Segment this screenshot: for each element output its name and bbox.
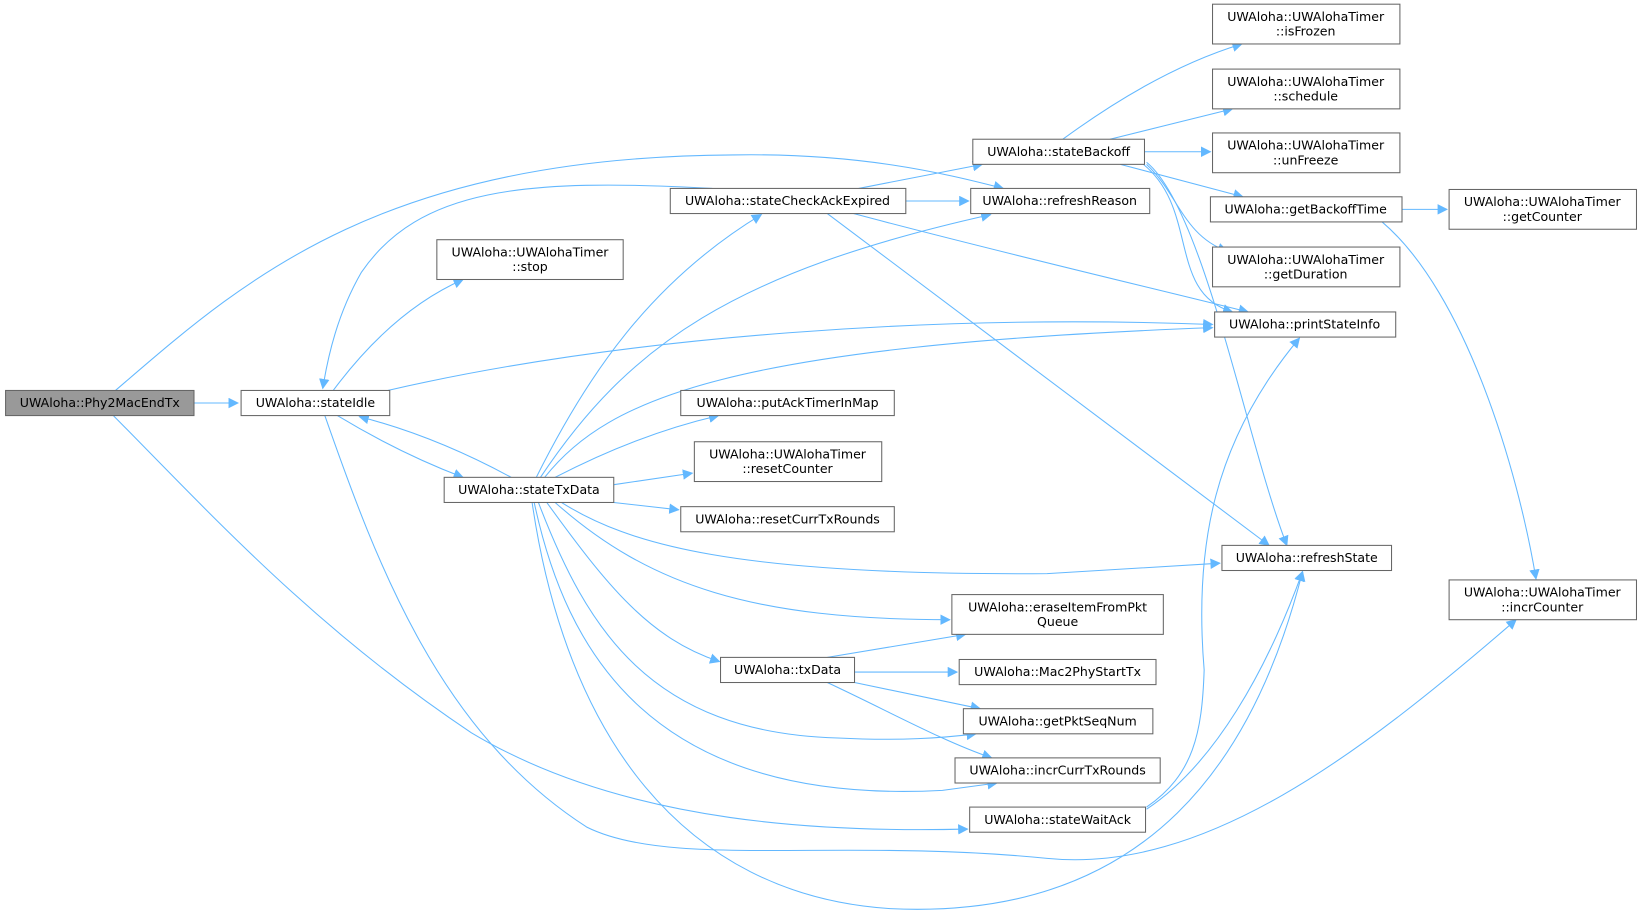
node-label-line2: ::getCounter [1503, 209, 1583, 224]
node-statecheckackexpired[interactable]: UWAloha::stateCheckAckExpired [669, 187, 907, 215]
edge-statewaitack-printstateinfo [1146, 337, 1301, 808]
edge-statetxdata-putacktimerinmap [554, 412, 720, 478]
node-statebackoff[interactable]: UWAloha::stateBackoff [972, 138, 1146, 165]
node-incrcurrtxrounds[interactable]: UWAloha::incrCurrTxRounds [954, 757, 1161, 784]
node-label: UWAloha::UWAlohaTimer [1464, 194, 1622, 209]
node-isfrozen[interactable]: UWAloha::UWAlohaTimer::isFrozen [1212, 3, 1401, 45]
edge-statetxdata-eraseitemfrompktqueue [554, 502, 951, 625]
node-label: UWAloha::putAckTimerInMap [696, 395, 878, 410]
node-label-line2: ::schedule [1273, 88, 1338, 103]
edge-statebackoff-getduration [1146, 163, 1229, 253]
node-refreshreason[interactable]: UWAloha::refreshReason [970, 187, 1151, 215]
node-label-line2: ::isFrozen [1276, 24, 1336, 39]
edge-statetxdata-statecheckackexpired [535, 214, 763, 478]
node-resetcurrtxrounds[interactable]: UWAloha::resetCurrTxRounds [680, 506, 895, 533]
edges [113, 41, 1540, 910]
node-incrcounter[interactable]: UWAloha::UWAlohaTimer::incrCounter [1448, 579, 1638, 621]
node-getduration[interactable]: UWAloha::UWAlohaTimer::getDuration [1212, 246, 1401, 288]
node-label: UWAloha::stateCheckAckExpired [685, 193, 890, 208]
node-stop[interactable]: UWAloha::UWAlohaTimer::stop [436, 239, 624, 281]
edge-phy2macendtx-statewaitack [113, 415, 969, 835]
edge-stateidle-printstateinfo [387, 318, 1214, 391]
node-label: UWAloha::eraseItemFromPkt [968, 599, 1147, 614]
node-label: UWAloha::UWAlohaTimer [1227, 138, 1385, 153]
node-printstateinfo[interactable]: UWAloha::printStateInfo [1214, 311, 1397, 338]
node-label: UWAloha::UWAlohaTimer [1227, 9, 1385, 24]
edge-stateidle-statetxdata [337, 415, 464, 479]
node-putacktimerinmap[interactable]: UWAloha::putAckTimerInMap [680, 389, 895, 417]
node-label: UWAloha::refreshState [1236, 550, 1378, 565]
edge-statecheckackexpired-refreshstate [826, 213, 1270, 547]
node-label: UWAloha::stateTxData [458, 482, 600, 497]
node-label: UWAloha::txData [734, 662, 841, 677]
node-schedule[interactable]: UWAloha::UWAlohaTimer::schedule [1212, 68, 1401, 110]
node-getbackofftime[interactable]: UWAloha::getBackoffTime [1209, 196, 1403, 223]
node-label-line2: ::getDuration [1264, 266, 1348, 281]
edge-statetxdata-txdata [546, 502, 721, 664]
edge-statecheckackexpired-statebackoff [858, 161, 984, 189]
node-label: UWAloha::UWAlohaTimer [1227, 74, 1385, 89]
node-label-line2: ::resetCounter [742, 461, 833, 476]
node-label: UWAloha::getPktSeqNum [978, 713, 1136, 728]
node-label: UWAloha::printStateInfo [1229, 317, 1380, 332]
node-label: UWAloha::stateBackoff [987, 144, 1130, 159]
edge-statewaitack-refreshstate [1146, 570, 1305, 810]
node-label: UWAloha::Mac2PhyStartTx [974, 664, 1141, 679]
edge-txdata-incrcurrtxrounds [827, 682, 993, 760]
node-label: UWAloha::stateIdle [256, 395, 376, 410]
node-label: UWAloha::refreshReason [982, 193, 1137, 208]
edge-statetxdata-refreshstate-2 [531, 502, 1306, 910]
node-label: UWAloha::UWAlohaTimer [709, 447, 867, 462]
edge-stateidle-stop [332, 278, 464, 391]
node-getcounter[interactable]: UWAloha::UWAlohaTimer::getCounter [1448, 188, 1638, 230]
node-label-line2: ::incrCounter [1501, 599, 1584, 614]
edge-statetxdata-incrcurrtxrounds [533, 502, 998, 792]
node-getpktseqnum[interactable]: UWAloha::getPktSeqNum [962, 708, 1154, 735]
node-unfreeze[interactable]: UWAloha::UWAlohaTimer::unFreeze [1212, 132, 1401, 174]
edge-txdata-eraseitemfrompktqueue [827, 630, 967, 658]
edge-statetxdata-getpktseqnum [537, 502, 977, 741]
edge-statecheckackexpired-printstateinfo [853, 213, 1250, 315]
edge-statebackoff-printstateinfo [1143, 163, 1234, 315]
node-label: UWAloha::UWAlohaTimer [1227, 252, 1385, 267]
node-statewaitack[interactable]: UWAloha::stateWaitAck [969, 806, 1147, 833]
node-phy2macendtx[interactable]: UWAloha::Phy2MacEndTx [5, 389, 195, 417]
edge-statebackoff-isfrozen [1062, 41, 1243, 140]
edge-statetxdata-refreshstate [561, 502, 1221, 575]
node-refreshstate[interactable]: UWAloha::refreshState [1221, 544, 1393, 572]
edge-statecheckackexpired-stateidle [319, 184, 713, 390]
edge-getbackofftime-incrcounter [1381, 221, 1540, 580]
node-statetxdata[interactable]: UWAloha::stateTxData [443, 476, 615, 503]
node-label: UWAloha::incrCurrTxRounds [969, 763, 1145, 778]
node-label-line2: ::unFreeze [1273, 152, 1339, 167]
node-label: UWAloha::getBackoffTime [1224, 202, 1387, 217]
edge-statetxdata-refreshreason [540, 211, 992, 478]
edge-statetxdata-resetcurrtxrounds [613, 501, 680, 514]
node-label-line2: ::stop [512, 259, 548, 274]
edge-statetxdata-resetcounter [613, 469, 694, 486]
edge-txdata-getpktseqnum [854, 682, 982, 712]
nodes: UWAloha::Phy2MacEndTx UWAloha::stateIdle… [5, 3, 1638, 833]
node-stateidle[interactable]: UWAloha::stateIdle [240, 389, 391, 417]
node-mac2phystarttx[interactable]: UWAloha::Mac2PhyStartTx [958, 658, 1157, 686]
edge-stateidle-incrcounter [324, 415, 1517, 861]
node-txdata[interactable]: UWAloha::txData [720, 656, 856, 684]
edge-statebackoff-getbackofftime [1120, 163, 1244, 200]
node-label: UWAloha::resetCurrTxRounds [695, 511, 880, 526]
node-label: UWAloha::UWAlohaTimer [1464, 585, 1622, 600]
edge-statebackoff-schedule [1109, 106, 1234, 140]
edge-statetxdata-printstateinfo [544, 322, 1214, 478]
edge-phy2macendtx-refreshreason [115, 154, 1005, 391]
edge-statetxdata-stateidle [358, 413, 512, 478]
node-label-line2: Queue [1037, 614, 1078, 629]
node-resetcounter[interactable]: UWAloha::UWAlohaTimer::resetCounter [693, 441, 883, 483]
node-label: UWAloha::UWAlohaTimer [452, 244, 610, 259]
node-label: UWAloha::Phy2MacEndTx [20, 395, 181, 410]
node-label: UWAloha::stateWaitAck [984, 812, 1131, 827]
